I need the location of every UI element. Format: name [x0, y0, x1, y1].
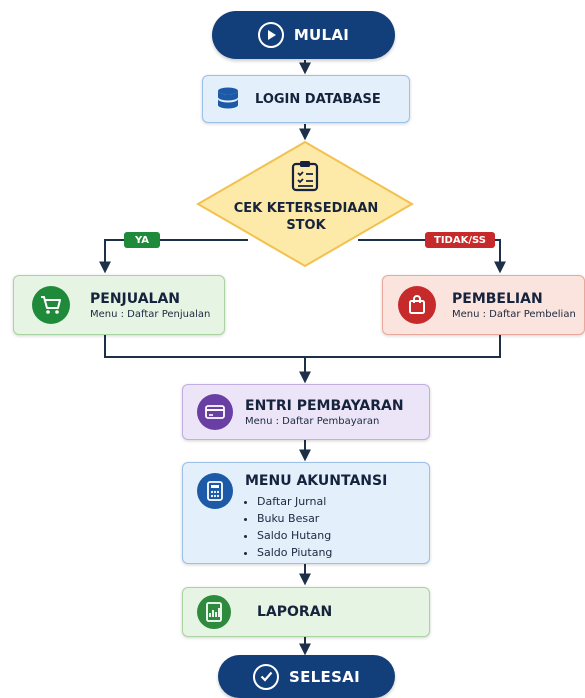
end-label: SELESAI: [289, 667, 360, 686]
accounting-item: Saldo Piutang: [257, 544, 387, 561]
accounting-item: Daftar Jurnal: [257, 493, 387, 510]
report-box: LAPORAN: [182, 587, 430, 637]
end-terminal: SELESAI: [218, 655, 395, 698]
report-label: LAPORAN: [257, 604, 333, 620]
stock-check-label-line2: STOK: [286, 218, 326, 233]
no-badge: TIDAK/SS: [425, 232, 495, 248]
payment-box: ENTRI PEMBAYARAN Menu : Daftar Pembayara…: [182, 384, 430, 440]
sales-menu: Menu : Daftar Penjualan: [90, 308, 211, 320]
database-icon: [215, 86, 241, 112]
accounting-menu-list: Daftar Jurnal Buku Besar Saldo Hutang Sa…: [245, 493, 387, 561]
play-icon: [257, 22, 284, 48]
credit-card-icon: [197, 394, 233, 430]
purchase-title: PEMBELIAN: [452, 290, 543, 307]
yes-badge: YA: [124, 232, 160, 248]
start-label: MULAI: [293, 26, 350, 44]
sales-box: PENJUALAN Menu : Daftar Penjualan: [13, 275, 225, 335]
line-purchase-down: [305, 335, 501, 358]
checkmark-icon: [253, 663, 280, 690]
report-chart-icon: [197, 595, 231, 629]
login-database-label: LOGIN DATABASE: [255, 91, 381, 107]
purchase-menu: Menu : Daftar Pembelian: [452, 308, 576, 320]
line-sales-down: [104, 335, 305, 358]
payment-title: ENTRI PEMBAYARAN: [245, 397, 404, 414]
sales-title: PENJUALAN: [90, 290, 180, 307]
arrow-check-to-sales: [99, 239, 248, 274]
stock-check-diamond: [196, 140, 414, 268]
login-database-box: LOGIN DATABASE: [202, 75, 410, 123]
stock-check-label-line1: CEK KETERSEDIAAN: [233, 201, 379, 216]
shopping-bag-icon: [398, 286, 436, 324]
shopping-cart-icon: [32, 286, 70, 324]
payment-menu: Menu : Daftar Pembayaran: [245, 415, 380, 427]
purchase-box: PEMBELIAN Menu : Daftar Pembelian: [382, 275, 585, 335]
arrow-check-to-purchase: [358, 239, 506, 274]
accounting-item: Buku Besar: [257, 510, 387, 527]
accounting-item: Saldo Hutang: [257, 527, 387, 544]
stock-check-label: CEK KETERSEDIAAN STOK: [216, 200, 396, 234]
clipboard-checklist-icon: [290, 160, 320, 196]
accounting-title: MENU AKUNTANSI: [245, 473, 388, 489]
calculator-icon: [197, 473, 233, 509]
accounting-box: MENU AKUNTANSI Daftar Jurnal Buku Besar …: [182, 462, 430, 564]
start-terminal: MULAI: [212, 11, 395, 59]
